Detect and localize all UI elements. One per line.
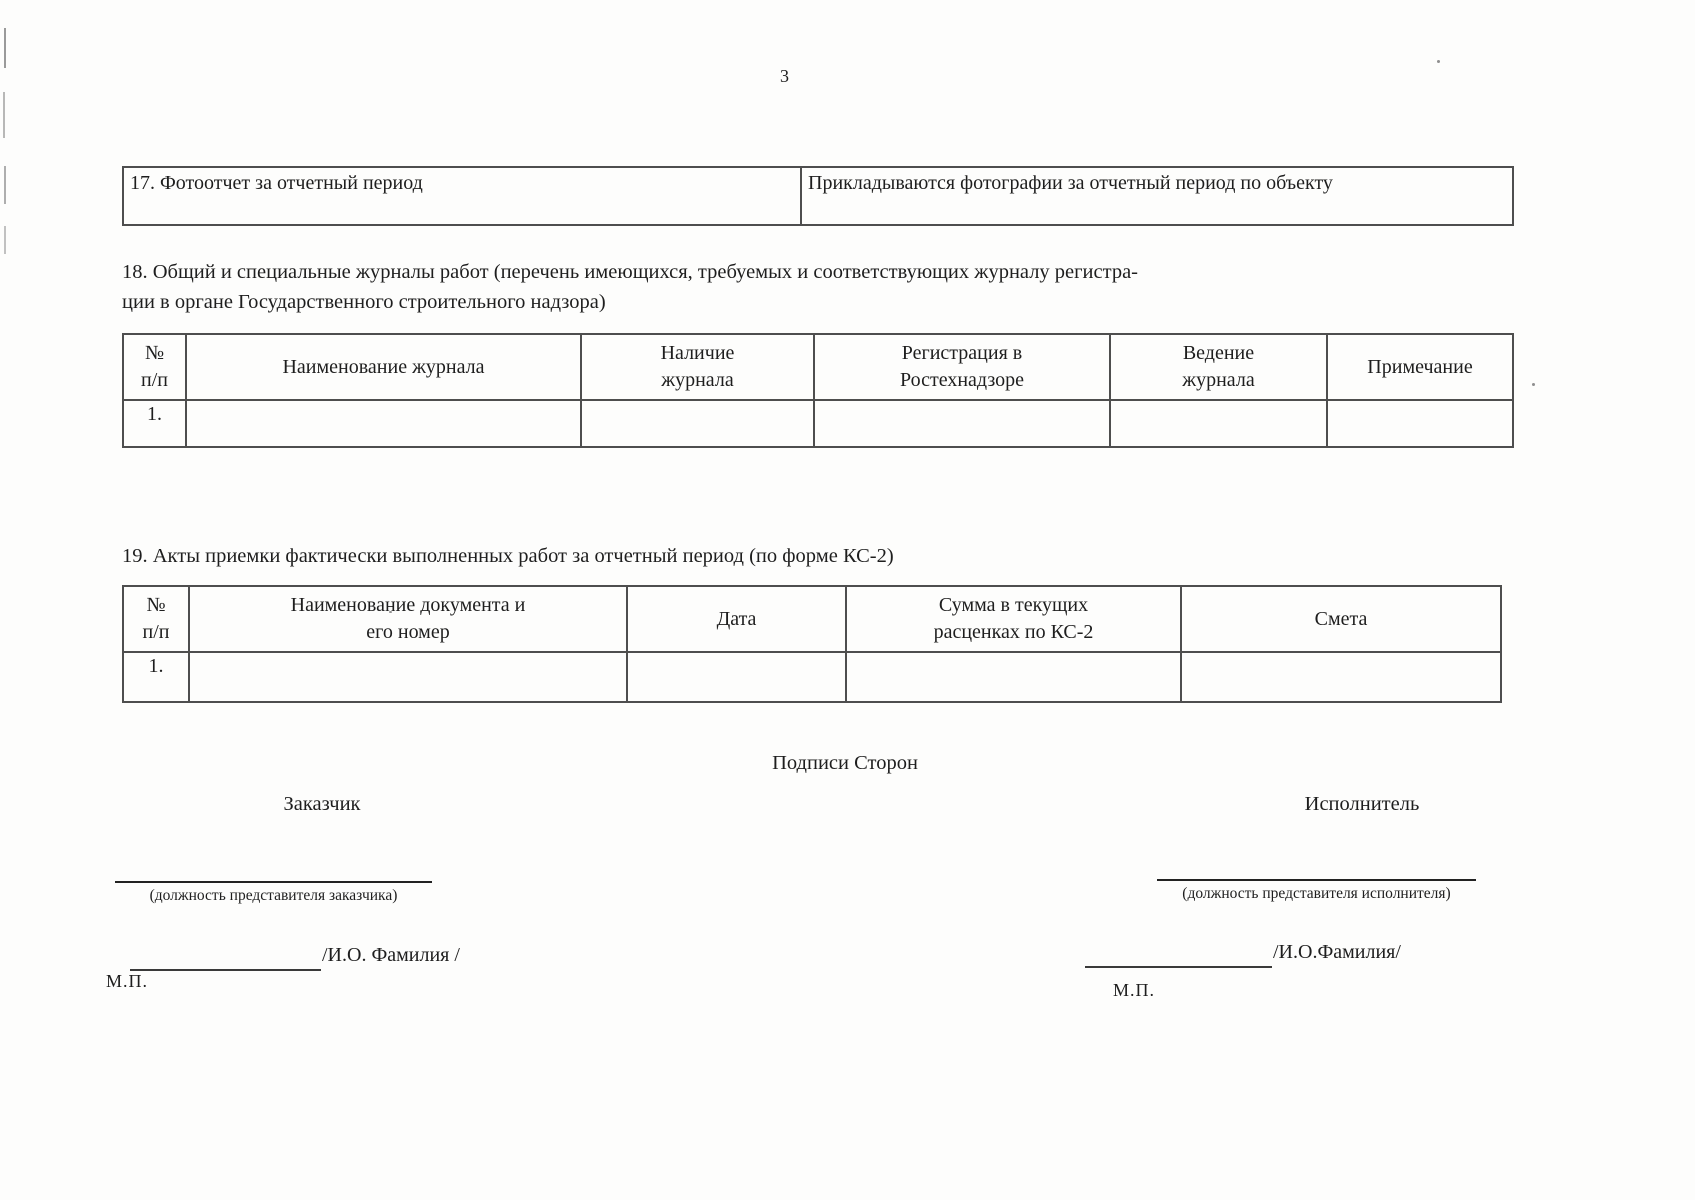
scan-artifact	[4, 226, 6, 254]
customer-name-placeholder: /И.О. Фамилия /	[322, 944, 460, 966]
col-header-num: № п/п	[122, 333, 187, 401]
col-header-note: Примечание	[1326, 333, 1514, 401]
section19-heading: 19. Акты приемки фактически выполненных …	[122, 545, 894, 567]
table-row: 1.	[122, 399, 1514, 448]
customer-seal-mark: М.П.	[106, 971, 149, 991]
table-acts: № п/п Наименование документа и его номер…	[122, 585, 1502, 703]
scan-speck	[1437, 60, 1440, 63]
cell-registration	[813, 399, 1111, 448]
table-header-row: № п/п Наименование документа и его номер…	[122, 585, 1502, 653]
cell-estimate	[1180, 651, 1502, 703]
item17-label-cell: 17. Фотоотчет за отчетный период	[122, 166, 802, 226]
col-header-date: Дата	[626, 585, 847, 653]
table-row: 1.	[122, 651, 1502, 703]
table-item-17: 17. Фотоотчет за отчетный период Приклад…	[122, 166, 1514, 226]
item17-value-cell: Прикладываются фотографии за отчетный пе…	[800, 166, 1514, 226]
cell-num: 1.	[122, 651, 190, 703]
col-header-availability: Наличие журнала	[580, 333, 815, 401]
table-journals: № п/п Наименование журнала Наличие журна…	[122, 333, 1514, 448]
col-header-doc-name: Наименование документа и его номер	[188, 585, 628, 653]
col-header-journal-name: Наименование журнала	[185, 333, 582, 401]
contractor-party-label: Исполнитель	[1304, 793, 1420, 815]
col-header-sum: Сумма в текущих расценках по КС-2	[845, 585, 1182, 653]
col-header-registration: Регистрация в Ростехнадзоре	[813, 333, 1111, 401]
section18-heading: 18. Общий и специальные журналы работ (п…	[122, 261, 1139, 313]
customer-position-caption: (должность представителя заказчика)	[149, 887, 398, 904]
page-number: 3	[780, 66, 789, 86]
cell-keeping	[1109, 399, 1328, 448]
cell-doc-name	[188, 651, 628, 703]
col-header-estimate: Смета	[1180, 585, 1502, 653]
cell-note	[1326, 399, 1514, 448]
contractor-name-signature-line	[1085, 966, 1272, 968]
contractor-seal-mark: М.П.	[1113, 980, 1156, 1000]
contractor-position-signature-line	[1157, 879, 1476, 881]
signatures-title: Подписи Сторон	[772, 752, 918, 774]
cell-date	[626, 651, 847, 703]
table-header-row: № п/п Наименование журнала Наличие журна…	[122, 333, 1514, 401]
scan-speck	[1532, 383, 1535, 386]
contractor-name-placeholder: /И.О.Фамилия/	[1273, 941, 1401, 963]
customer-position-signature-line	[115, 881, 432, 883]
col-header-keeping: Ведение журнала	[1109, 333, 1328, 401]
scan-artifact	[3, 92, 5, 138]
scan-artifact	[4, 166, 6, 204]
col-header-num: № п/п	[122, 585, 190, 653]
cell-num: 1.	[122, 399, 187, 448]
cell-availability	[580, 399, 815, 448]
scan-artifact	[4, 28, 6, 68]
cell-sum	[845, 651, 1182, 703]
cell-journal-name	[185, 399, 582, 448]
contractor-position-caption: (должность представителя исполнителя)	[1182, 885, 1451, 902]
customer-name-signature-line	[130, 969, 321, 971]
customer-party-label: Заказчик	[283, 793, 361, 815]
